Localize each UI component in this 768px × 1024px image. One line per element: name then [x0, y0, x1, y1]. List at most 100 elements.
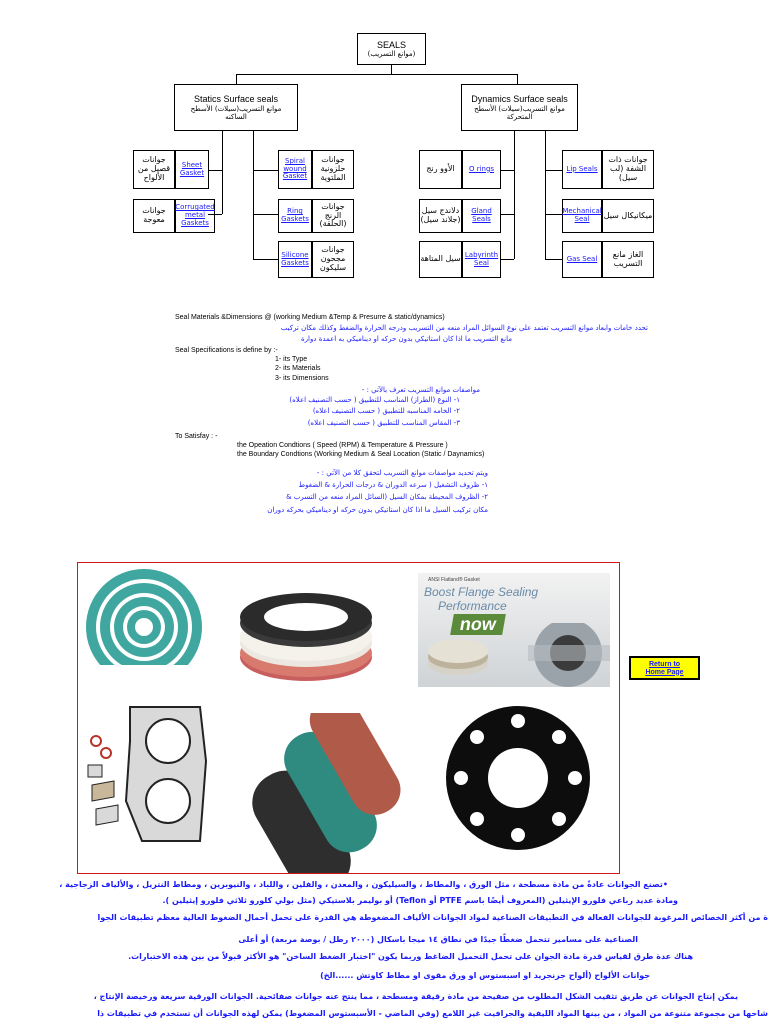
ptfe-gasket-stack-photo	[240, 593, 372, 681]
spiral-wound-gasket-link[interactable]: Spiral wound Gasket	[282, 156, 308, 181]
leaf-link-cell: Labyrinth Seal	[462, 241, 501, 278]
materials-arabic-1: تحدد خامات وابعاد موانع التسريب تعتمد عل…	[280, 324, 648, 332]
leaf-link-cell: Gas Seal	[562, 241, 602, 278]
corrugated-metal-gaskets-link[interactable]: Corrugated metal Gaskets	[175, 203, 215, 227]
ar-satisfy-item: ١- ظروف التشغيل ( سرعه الدوران & درجات ا…	[298, 481, 488, 489]
ar-spec-item: ٢- الخامه المناسبه للتطبيق ( حسب التصنيف…	[312, 407, 460, 415]
root-title: SEALS	[376, 39, 407, 50]
spec-item: 1- its Type	[275, 356, 308, 363]
connector	[208, 214, 222, 215]
connector	[253, 259, 278, 260]
leaf-arabic-label: جوانات مجحون سليكون	[312, 241, 354, 278]
ad-headline-1: Boost Flange Sealing	[424, 585, 539, 599]
connector	[208, 170, 222, 171]
ar-spec-heading: مواصفات موانع التسريب تعرف بالآتي : -	[361, 386, 480, 394]
ring-gaskets-link[interactable]: Ring Gaskets	[281, 207, 309, 223]
flange-gasket-black-photo	[446, 706, 590, 850]
description-line: جوانات الألواح (ألواح جرنجريد او اسبستوس…	[320, 971, 650, 980]
leaf-link-cell: Ring Gaskets	[278, 199, 312, 233]
connector	[236, 74, 237, 84]
silicone-gaskets-link[interactable]: Silicone Gaskets	[281, 250, 309, 267]
materials-arabic-2: مانع التسريب ما اذا كان استاتيكي بدون حر…	[300, 335, 512, 343]
leaf-link-cell: Silicone Gaskets	[278, 241, 312, 278]
connector	[253, 170, 278, 171]
leaf-arabic-label: الغاز مانع التسريب	[602, 241, 654, 278]
leaf-arabic-label: جوانات قصيل من الألواح	[133, 150, 175, 189]
leaf-link-cell: Lip Seals	[562, 150, 602, 189]
leaf-arabic-label: جوانات ذات الشفة (لب سيل)	[602, 150, 654, 189]
connector	[545, 170, 562, 171]
description-line: ومادة عديد رباعي فلورو الإيثيلين (المعرو…	[162, 896, 679, 905]
spec-item: 3- its Dimensions	[275, 375, 329, 382]
spec-item: 2- its Materials	[275, 365, 321, 372]
leaf-link-cell: Spiral wound Gasket	[278, 150, 312, 189]
ad-top-text: ANSI Flatland® Gasket	[428, 577, 480, 583]
connector	[500, 214, 514, 215]
description-line: يمكن إنتاج الجوانات عن طريق تثقيب الشكل …	[93, 992, 738, 1001]
flat-gaskets-photo	[80, 565, 215, 695]
connector	[253, 214, 278, 215]
statics-subtitle: موانع التسريب(سيلات) الأسطح الساكنه	[190, 104, 282, 121]
flange-graphic	[428, 623, 610, 687]
connector	[514, 131, 515, 259]
leaf-arabic-label: سيل المتاهة	[419, 241, 462, 278]
specs-heading: Seal Specifications is define by :-	[175, 347, 278, 354]
gland-seals-link[interactable]: Gland Seals	[471, 207, 492, 223]
statics-node: Statics Surface seals موانع التسريب(سيلا…	[174, 84, 298, 131]
connector	[545, 131, 546, 259]
lip-seals-link[interactable]: Lip Seals	[566, 164, 598, 173]
connector	[500, 170, 514, 171]
leaf-arabic-label: جوانات حلزونية الملتوية	[312, 150, 354, 189]
leaf-arabic-label: جوانات معوجة	[133, 199, 175, 233]
description-line: ة من أكثر الخصائص المرغوبة للجوانات الفع…	[97, 913, 768, 922]
leaf-arabic-label: دلاندج سيل (جلاند سيل)	[419, 199, 462, 233]
labyrinth-seal-link[interactable]: Labyrinth Seal	[464, 250, 499, 267]
leaf-link-cell: Sheet Gasket	[175, 150, 209, 189]
o-rings-link[interactable]: O rings	[468, 164, 495, 173]
ar-spec-item: ٣- المقاس المناسب للتطبيق ( حسب التصنيف …	[307, 419, 460, 427]
materials-heading: Seal Materials &Dimensions @ (working Me…	[175, 314, 445, 321]
ar-satisfy-item: مكان تركيب السيل ما اذا كان استاتيكي بدو…	[267, 506, 488, 514]
head-gasket-set-photo	[82, 701, 212, 846]
return-home-button[interactable]: Return to Home Page	[629, 656, 700, 680]
statics-title: Statics Surface seals	[193, 94, 279, 105]
dynamics-node: Dynamics Surface seals موانع التسريب(سيل…	[461, 84, 578, 131]
root-subtitle: (موانع التسريب)	[367, 50, 416, 59]
leaf-link-cell: O rings	[462, 150, 501, 189]
leaf-arabic-label: الأوو رنج	[419, 150, 462, 189]
leaf-link-cell: Gland Seals	[462, 199, 501, 233]
connector	[517, 74, 518, 84]
connector	[500, 259, 514, 260]
ar-satisfy-item: ٢- الظروف المحيطة بمكان السيل (السائل ال…	[286, 493, 488, 501]
connector	[222, 131, 223, 214]
ar-spec-item: ١- النوع (الطراز) المناسب للتطبيق ( حسب …	[289, 396, 460, 404]
leaf-arabic-label: ميكانيكال سيل	[602, 199, 654, 233]
description-line: شاحها من مجموعة متنوعة من المواد ، من بي…	[97, 1009, 768, 1018]
connector	[236, 74, 518, 75]
connector	[545, 259, 562, 260]
mechanical-seal-link[interactable]: Mechanical Seal	[562, 207, 602, 223]
description-line: هناك عدة طرق لقياس قدرة مادة الجوان على …	[128, 952, 693, 961]
satisfy-heading: To Satisfay : -	[175, 433, 218, 440]
gasket-sheet-rolls-photo	[252, 713, 401, 873]
leaf-link-cell: Mechanical Seal	[562, 199, 602, 233]
satisfy-item: the Opeation Condtions ( Speed (RPM) & T…	[237, 442, 448, 449]
connector	[545, 214, 562, 215]
leaf-arabic-label: جوانات الرنج (الحلقة)	[312, 199, 354, 233]
satisfy-item: the Boundary Condtions (Working Medium &…	[237, 451, 485, 458]
return-line-2: Home Page	[645, 668, 684, 676]
dynamics-subtitle: موانع التسريب(سيلات) الأسطح المتحركة	[474, 104, 565, 121]
gasket-photo-gallery: ANSI Flatland® Gasket Boost Flange Seali…	[77, 562, 620, 874]
root-node: SEALS (موانع التسريب)	[357, 33, 426, 65]
leaf-link-cell: Corrugated metal Gaskets	[175, 199, 215, 233]
flange-gasket-ad-photo: ANSI Flatland® Gasket Boost Flange Seali…	[418, 573, 610, 687]
description-line: •تصنع الجوانات عادةً من مادة مسطحة ، مثل…	[59, 880, 668, 889]
return-line-1: Return to	[648, 660, 681, 668]
sheet-gasket-link[interactable]: Sheet Gasket	[179, 160, 205, 177]
description-line: الصناعية على مسامير تتحمل ضغطًا جيدًا في…	[238, 935, 638, 944]
connector	[391, 65, 392, 74]
gas-seal-link[interactable]: Gas Seal	[566, 254, 598, 263]
connector	[253, 131, 254, 259]
ar-satisfy-heading: ويتم تحديد مواصفات موانع التسريب لتحقق ك…	[316, 469, 488, 477]
dynamics-title: Dynamics Surface seals	[471, 94, 568, 105]
